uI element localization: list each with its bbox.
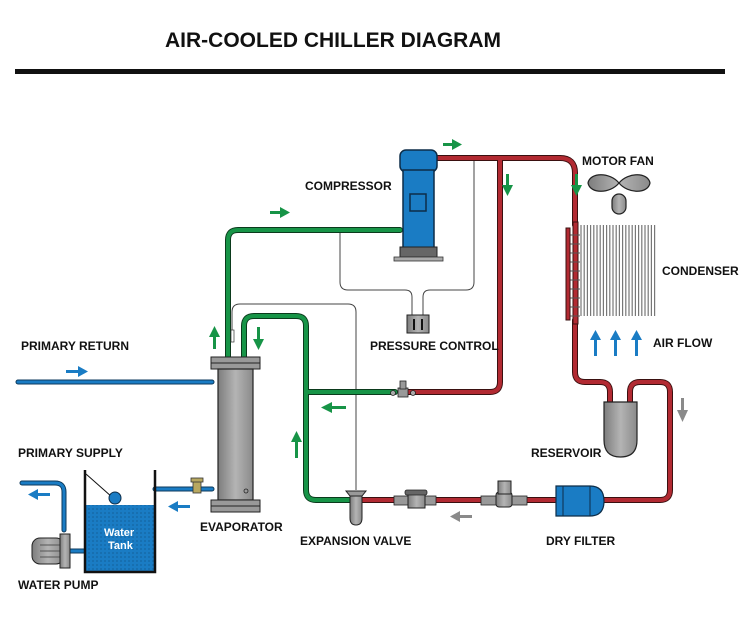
condenser-label: CONDENSER bbox=[662, 264, 739, 278]
air-flow-arrows bbox=[590, 330, 642, 356]
expansion-valve bbox=[344, 490, 368, 526]
green-arrow-left-icon bbox=[321, 402, 346, 413]
flow-arrows bbox=[28, 139, 688, 522]
reservoir bbox=[603, 401, 638, 458]
compressor-label: COMPRESSOR bbox=[305, 179, 392, 193]
diagram-title: AIR-COOLED CHILLER DIAGRAM bbox=[165, 29, 501, 52]
blue-arrow-right-icon bbox=[66, 366, 88, 377]
blue-arrow-left-icon bbox=[28, 489, 50, 500]
service-valve bbox=[390, 380, 416, 398]
evaporator-label: EVAPORATOR bbox=[200, 520, 283, 534]
condenser-coil bbox=[565, 227, 571, 321]
gray-arrow-down-icon bbox=[677, 398, 688, 422]
pressure-control-label: PRESSURE CONTROL bbox=[370, 339, 499, 353]
green-arrow-up-icon bbox=[209, 326, 220, 349]
air-flow-label: AIR FLOW bbox=[653, 336, 713, 350]
compressor bbox=[393, 149, 444, 262]
title-divider bbox=[15, 69, 725, 74]
pressure-control bbox=[406, 314, 430, 334]
condenser bbox=[565, 221, 656, 325]
pressure-control-wiring bbox=[231, 155, 475, 490]
water-pump-label: WATER PUMP bbox=[18, 578, 98, 592]
green-arrow-down-icon bbox=[502, 174, 513, 196]
primary-supply-label: PRIMARY SUPPLY bbox=[18, 446, 123, 460]
green-arrow-down-icon bbox=[253, 327, 264, 350]
water-pump bbox=[31, 533, 71, 569]
solenoid-valve bbox=[480, 480, 528, 508]
green-arrow-down-icon bbox=[571, 174, 582, 196]
gray-arrow-left-icon bbox=[450, 511, 472, 522]
air-flow-arrow-icon bbox=[590, 330, 601, 356]
air-flow-arrow-icon bbox=[631, 330, 642, 356]
evaporator bbox=[210, 329, 261, 513]
water-lines bbox=[15, 379, 215, 554]
primary-return-label: PRIMARY RETURN bbox=[21, 339, 129, 353]
water-tank-label-line1: Water bbox=[104, 527, 135, 539]
expansion-valve-label: EXPANSION VALVE bbox=[300, 534, 411, 548]
water-tank: Water Tank bbox=[83, 470, 157, 574]
water-strainer bbox=[190, 477, 204, 494]
blue-arrow-left-icon bbox=[168, 501, 190, 512]
water-tank-label-line2: Tank bbox=[108, 540, 134, 552]
reservoir-label: RESERVOIR bbox=[531, 446, 602, 460]
green-arrow-up-icon bbox=[291, 431, 302, 458]
green-arrow-right-icon bbox=[270, 207, 290, 218]
dry-filter bbox=[555, 485, 605, 517]
air-flow-arrow-icon bbox=[610, 330, 621, 356]
green-arrow-right-icon bbox=[443, 139, 462, 150]
cold-refrigerant-lines bbox=[225, 227, 403, 503]
dry-filter-label: DRY FILTER bbox=[546, 534, 615, 548]
motor-fan-icon bbox=[587, 174, 651, 215]
inline-valve bbox=[393, 489, 437, 509]
motor-fan-label: MOTOR FAN bbox=[582, 154, 654, 168]
